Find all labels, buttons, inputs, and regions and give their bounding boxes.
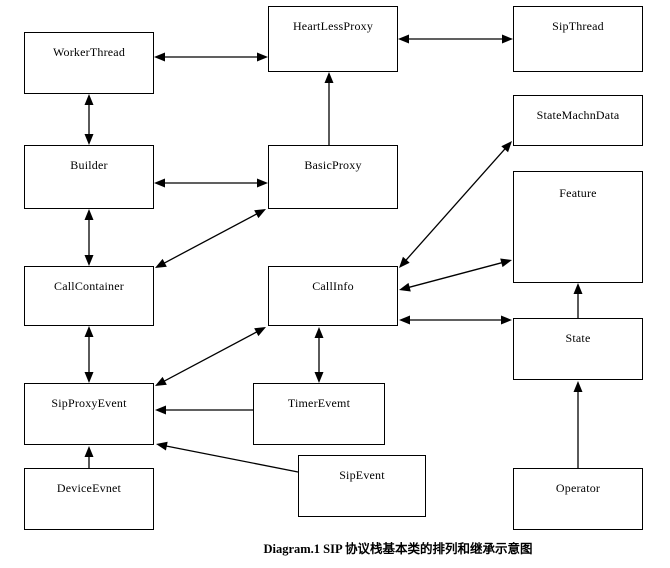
node-timerevemt[interactable]: TimerEvemt bbox=[253, 383, 385, 445]
edge-workerthread-to-builder bbox=[84, 94, 94, 145]
arrow-head bbox=[501, 315, 512, 325]
arrow-head bbox=[257, 178, 268, 188]
arrow-head bbox=[154, 52, 165, 62]
arrow-head bbox=[84, 134, 94, 145]
edge-sipevent-to-sipproxyevent bbox=[156, 441, 299, 473]
arrow-head bbox=[84, 94, 94, 105]
edge-callinfo-to-feature bbox=[399, 258, 512, 292]
node-state[interactable]: State bbox=[513, 318, 643, 380]
edge-callcontainer-to-sipproxyevent bbox=[84, 326, 94, 383]
node-label: SipEvent bbox=[339, 468, 385, 482]
arrow-head bbox=[399, 315, 410, 325]
arrow-head bbox=[155, 405, 166, 415]
arrow-head bbox=[156, 441, 168, 451]
arrow-head bbox=[314, 327, 324, 338]
node-label: BasicProxy bbox=[304, 158, 362, 172]
arrow-head bbox=[501, 141, 512, 153]
edge-basicproxy-to-heartlessproxy bbox=[324, 72, 334, 145]
node-label: StateMachnData bbox=[536, 108, 620, 122]
node-label: CallContainer bbox=[54, 279, 124, 293]
node-label: CallInfo bbox=[312, 279, 354, 293]
node-label: Builder bbox=[70, 158, 108, 172]
node-label: DeviceEvnet bbox=[56, 481, 122, 495]
arrow-head bbox=[324, 72, 334, 83]
arrow-head bbox=[84, 326, 94, 337]
arrow-head bbox=[573, 283, 583, 294]
arrow-head bbox=[399, 256, 410, 268]
edge-sipproxyevent-to-callinfo bbox=[155, 327, 266, 386]
arrow-head bbox=[254, 327, 266, 337]
edge-builder-to-basicproxy bbox=[154, 178, 268, 188]
node-callinfo[interactable]: CallInfo bbox=[268, 266, 398, 326]
edge-callinfo-to-statemachndata bbox=[399, 141, 512, 268]
node-feature[interactable]: Feature bbox=[513, 171, 643, 283]
node-statemachndata[interactable]: StateMachnData bbox=[513, 95, 643, 146]
edge-line bbox=[162, 330, 259, 383]
node-label: State bbox=[565, 331, 591, 345]
node-label: TimerEvemt bbox=[287, 396, 351, 410]
node-label: HeartLessProxy bbox=[292, 19, 374, 33]
node-workerthread[interactable]: WorkerThread bbox=[24, 32, 154, 94]
edge-state-to-feature bbox=[573, 283, 583, 318]
node-label: SipThread bbox=[552, 19, 604, 33]
node-label: Operator bbox=[555, 481, 601, 495]
node-sipthread[interactable]: SipThread bbox=[513, 6, 643, 72]
arrow-head bbox=[573, 381, 583, 392]
arrow-head bbox=[84, 255, 94, 266]
node-operator[interactable]: Operator bbox=[513, 468, 643, 530]
arrow-head bbox=[155, 258, 167, 268]
edge-callcontainer-to-basicproxy bbox=[155, 209, 266, 268]
node-sipproxyevent[interactable]: SipProxyEvent bbox=[24, 383, 154, 445]
diagram-caption: Diagram.1 SIP 协议栈基本类的排列和继承示意图 bbox=[263, 542, 533, 556]
edge-line bbox=[407, 261, 504, 289]
arrow-head bbox=[502, 34, 513, 44]
edge-deviceevnet-to-sipproxyevent bbox=[84, 446, 94, 468]
node-deviceevnet[interactable]: DeviceEvnet bbox=[24, 468, 154, 530]
edge-operator-to-state bbox=[573, 381, 583, 468]
arrow-head bbox=[155, 376, 167, 386]
node-label: SipProxyEvent bbox=[51, 396, 127, 410]
edge-timerevemt-to-sipproxyevent bbox=[155, 405, 253, 415]
edge-heartlessproxy-to-sipthread bbox=[398, 34, 513, 44]
edge-builder-to-callcontainer bbox=[84, 209, 94, 266]
arrow-head bbox=[254, 209, 266, 219]
node-heartlessproxy[interactable]: HeartLessProxy bbox=[268, 6, 398, 72]
node-basicproxy[interactable]: BasicProxy bbox=[268, 145, 398, 209]
edge-line bbox=[164, 445, 299, 473]
arrow-head bbox=[314, 372, 324, 383]
node-label: WorkerThread bbox=[52, 45, 126, 59]
arrow-head bbox=[84, 446, 94, 457]
node-sipevent[interactable]: SipEvent bbox=[298, 455, 426, 517]
node-callcontainer[interactable]: CallContainer bbox=[24, 266, 154, 326]
arrow-head bbox=[84, 372, 94, 383]
edge-workerthread-to-heartlessproxy bbox=[154, 52, 268, 62]
edge-timerevemt-to-callinfo bbox=[314, 327, 324, 383]
edge-line bbox=[404, 147, 507, 262]
arrow-head bbox=[399, 282, 411, 292]
arrow-head bbox=[154, 178, 165, 188]
edge-line bbox=[162, 212, 259, 265]
arrow-head bbox=[257, 52, 268, 62]
node-label: Feature bbox=[559, 186, 597, 200]
edge-callinfo-to-state bbox=[399, 315, 512, 325]
arrow-head bbox=[500, 258, 512, 268]
node-builder[interactable]: Builder bbox=[24, 145, 154, 209]
arrow-head bbox=[84, 209, 94, 220]
arrow-head bbox=[398, 34, 409, 44]
